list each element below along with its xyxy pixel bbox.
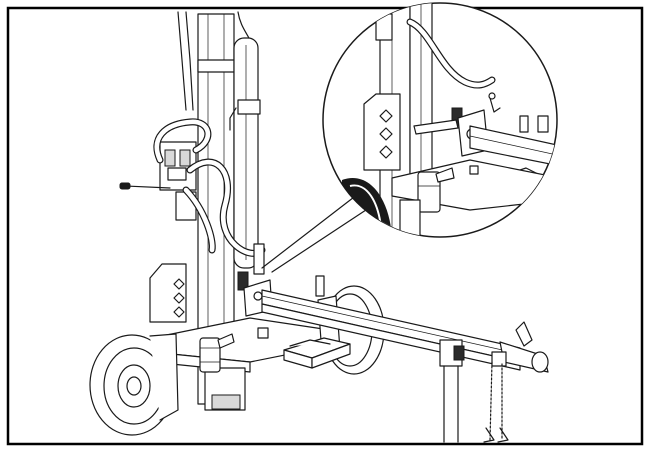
- main-assembly: [89, 11, 549, 443]
- upper-hydraulic-line: [177, 11, 187, 111]
- left-wheel: [89, 333, 179, 436]
- filter-canister: [199, 327, 269, 373]
- figure-frame: [6, 6, 644, 446]
- side-plate: [149, 263, 187, 323]
- log-tray: [283, 337, 351, 369]
- detail-callout-circle: [322, 2, 558, 238]
- tow-tongue: [261, 289, 521, 443]
- safety-chains: [483, 361, 509, 443]
- hitch-coupler: [491, 321, 549, 373]
- callout-leader-lower: [271, 205, 373, 273]
- callout-leader-upper: [261, 193, 359, 269]
- control-lever-handle: [119, 182, 131, 190]
- hydraulic-cylinder: [229, 37, 261, 269]
